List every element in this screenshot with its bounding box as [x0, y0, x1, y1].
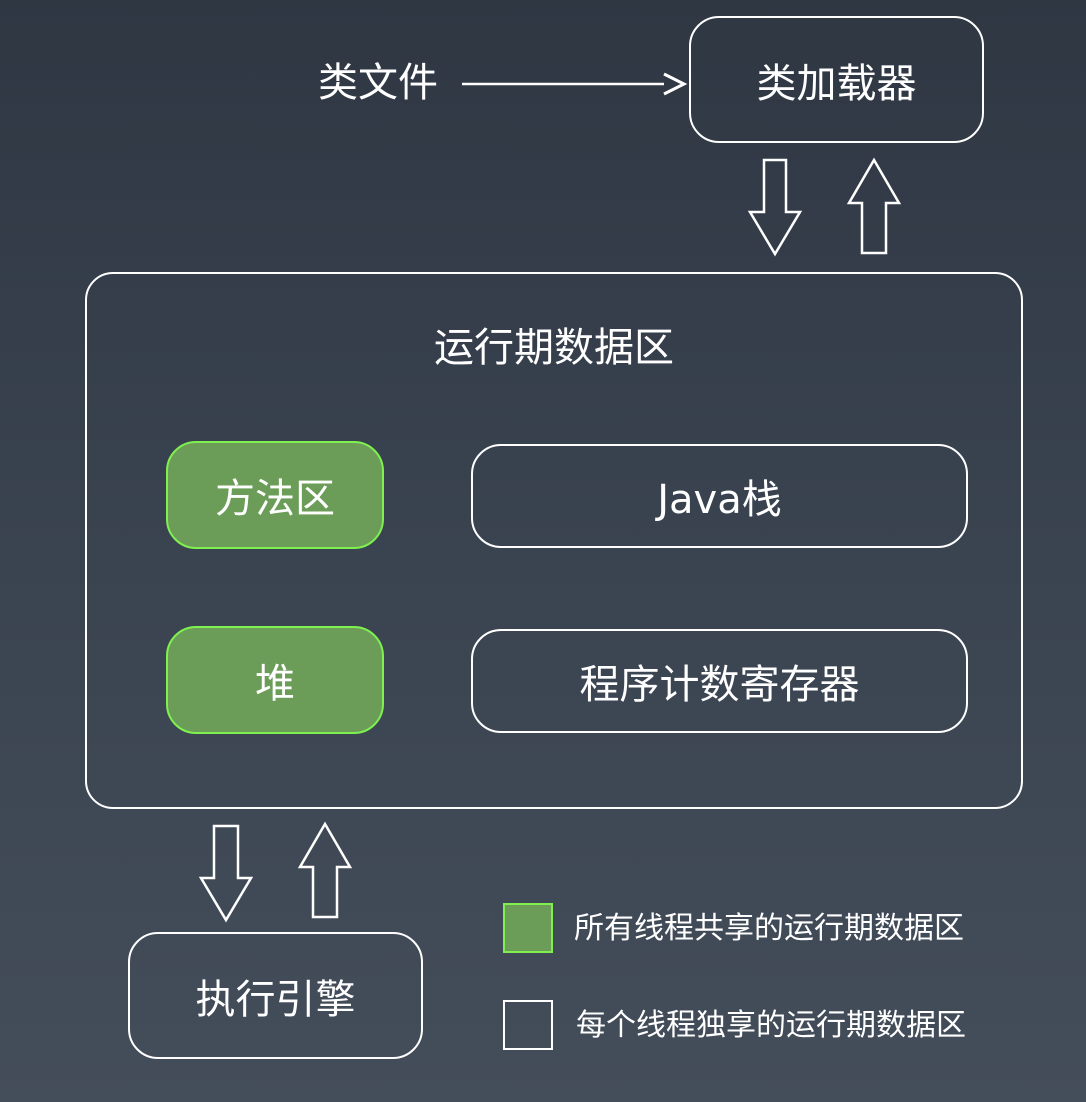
runtime-to-engine-down-arrow — [198, 824, 254, 923]
heap-box: 堆 — [166, 626, 384, 734]
class-file-label: 类文件 — [318, 60, 438, 106]
legend-private-label: 每个线程独享的运行期数据区 — [576, 1008, 966, 1043]
engine-to-runtime-up-arrow — [297, 821, 353, 919]
execution-engine-box: 执行引擎 — [128, 932, 423, 1059]
class-loader-box: 类加载器 — [689, 16, 984, 143]
legend-shared-label: 所有线程共享的运行期数据区 — [574, 911, 964, 946]
execution-engine-label: 执行引擎 — [195, 976, 356, 1023]
pc-register-box: 程序计数寄存器 — [471, 629, 968, 733]
loader-to-runtime-down-arrow — [747, 158, 803, 257]
pc-register-label: 程序计数寄存器 — [579, 662, 860, 708]
method-area-box: 方法区 — [166, 441, 384, 549]
java-stack-box: Java栈 — [471, 444, 968, 548]
class-file-to-loader-arrow — [462, 72, 688, 96]
class-loader-label: 类加载器 — [756, 60, 917, 107]
runtime-data-area: 运行期数据区 — [85, 272, 1023, 809]
java-stack-label: Java栈 — [657, 477, 782, 523]
method-area-label: 方法区 — [215, 476, 335, 522]
heap-label: 堆 — [255, 661, 295, 707]
runtime-data-area-title: 运行期数据区 — [434, 325, 674, 371]
legend-private-swatch — [503, 1000, 553, 1050]
runtime-to-loader-up-arrow — [846, 157, 902, 255]
legend-shared-swatch — [503, 903, 553, 953]
